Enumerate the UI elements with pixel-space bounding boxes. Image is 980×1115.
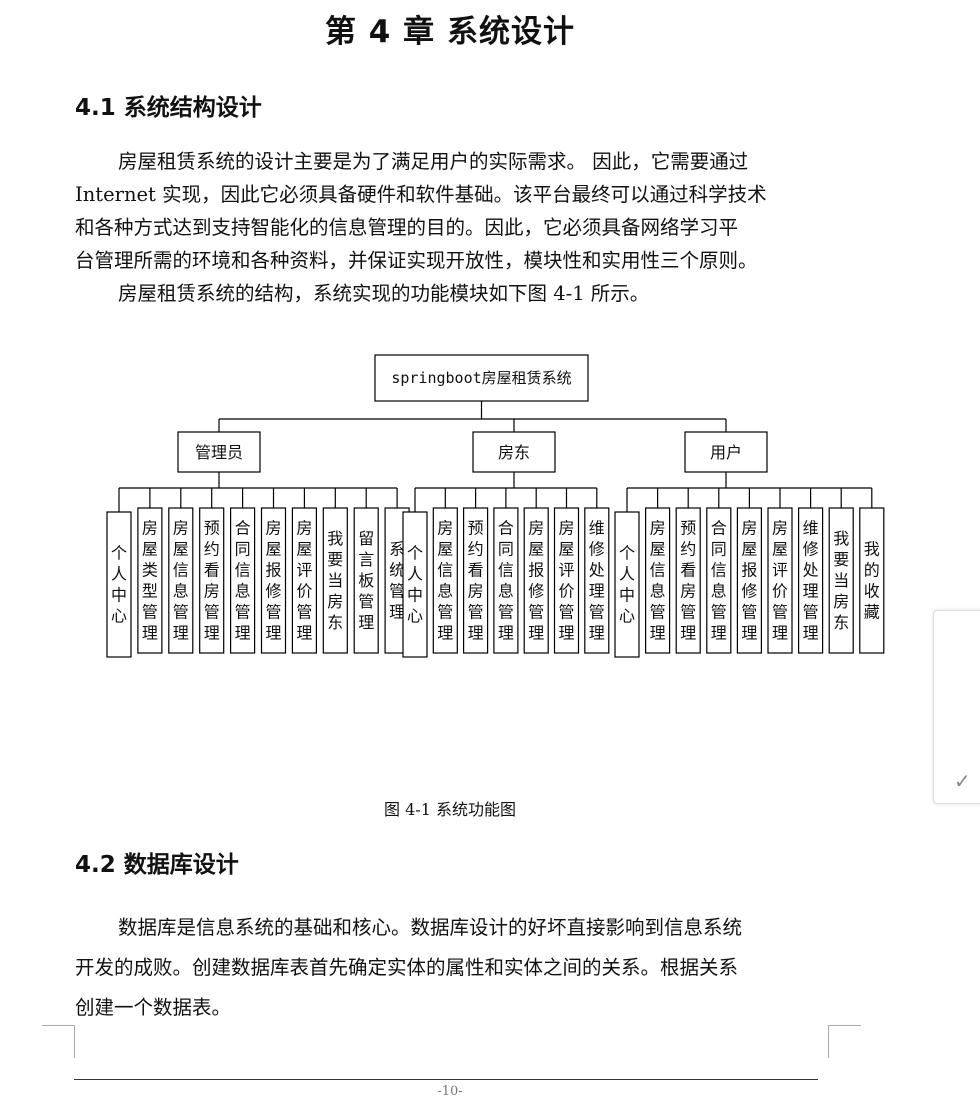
module-node xyxy=(736,507,763,654)
paragraph-line: 房屋租赁系统的结构，系统实现的功能模块如下图 4-1 所示。 xyxy=(118,282,650,305)
module-node xyxy=(706,507,732,654)
role-node-label: 用户 xyxy=(710,443,742,462)
module-node-label: 预约看房管理 xyxy=(468,519,484,643)
module-node-label: 合同信息管理 xyxy=(498,519,514,643)
module-node xyxy=(675,507,701,654)
page-number: -10- xyxy=(437,1084,463,1099)
role-node xyxy=(177,431,261,473)
paragraph-line: Internet 实现，因此它必须具备硬件和软件基础。该平台最终可以通过科学技术 xyxy=(75,183,767,206)
paragraph-line: 开发的成败。创建数据库表首先确定实体的属性和实体之间的关系。根据关系 xyxy=(75,956,739,979)
module-node-label: 我的收藏 xyxy=(864,540,880,622)
module-node-label: 我要当房东 xyxy=(833,529,849,632)
module-node xyxy=(859,507,885,654)
module-node xyxy=(402,511,428,658)
module-node-label: 房屋评价管理 xyxy=(558,519,574,643)
system-function-diagram: springboot房屋租赁系统管理员个人中心房屋类型管理房屋信息管理预约看房管… xyxy=(106,354,885,658)
paragraph-line: 数据库是信息系统的基础和核心。数据库设计的好坏直接影响到信息系统 xyxy=(118,916,743,939)
module-node xyxy=(767,507,793,654)
module-node xyxy=(137,507,163,654)
paragraph-line: 和各种方式达到支持智能化的信息管理的目的。因此，它必须具备网络学习平 xyxy=(75,216,739,239)
module-node-label: 维修处理管理 xyxy=(803,519,819,643)
module-node-label: 房屋信息管理 xyxy=(173,519,189,643)
role-node-label: 管理员 xyxy=(195,443,243,462)
module-node-label: 合同信息管理 xyxy=(235,519,251,643)
module-node xyxy=(230,507,256,654)
module-node-label: 个人中心 xyxy=(407,544,423,626)
module-node-label: 预约看房管理 xyxy=(680,519,696,643)
module-node-label: 房屋类型管理 xyxy=(142,519,158,643)
module-node xyxy=(828,507,854,654)
section-heading-4-1: 4.1 系统结构设计 xyxy=(75,95,262,121)
module-node-label: 系统管理 xyxy=(389,540,405,622)
module-node-label: 房屋信息管理 xyxy=(437,519,453,643)
paragraph-line: 房屋租赁系统的设计主要是为了满足用户的实际需求。 因此，它需要通过 xyxy=(118,150,749,173)
module-node-label: 房屋评价管理 xyxy=(772,519,788,643)
root-node-label: springboot房屋租赁系统 xyxy=(391,369,571,387)
module-node-label: 房屋信息管理 xyxy=(650,519,666,643)
section1-paragraph: 房屋租赁系统的设计主要是为了满足用户的实际需求。 因此，它需要通过 Intern… xyxy=(75,145,835,310)
module-node xyxy=(291,507,317,654)
role-node xyxy=(472,431,556,473)
margin-corner-mark xyxy=(42,1025,75,1058)
module-node xyxy=(260,507,287,654)
module-node xyxy=(523,507,549,654)
module-node-label: 房屋报修管理 xyxy=(528,519,544,643)
module-node-label: 合同信息管理 xyxy=(711,519,727,643)
module-node xyxy=(463,507,489,654)
module-node-label: 房屋报修管理 xyxy=(265,519,281,643)
module-node xyxy=(168,507,194,654)
module-node xyxy=(493,507,519,654)
root-node xyxy=(374,354,589,402)
module-node xyxy=(644,507,671,654)
module-node xyxy=(432,507,458,654)
module-node-label: 留言板管理 xyxy=(358,529,374,632)
role-node-label: 房东 xyxy=(498,443,530,462)
module-node xyxy=(106,511,132,658)
section-heading-4-2: 4.2 数据库设计 xyxy=(75,852,239,878)
chapter-title: 第 4 章 系统设计 xyxy=(325,14,575,50)
module-node-label: 房屋报修管理 xyxy=(741,519,757,643)
margin-corner-mark xyxy=(828,1025,861,1058)
module-node xyxy=(584,507,610,654)
module-node-label: 维修处理管理 xyxy=(589,519,605,643)
paragraph-line: 台管理所需的环境和各种资料，并保证实现开放性，模块性和实用性三个原则。 xyxy=(75,249,758,272)
role-node xyxy=(684,431,768,473)
module-node xyxy=(553,507,580,654)
module-node xyxy=(199,507,225,654)
module-node-label: 预约看房管理 xyxy=(204,519,220,643)
side-panel[interactable]: ✓ xyxy=(933,610,980,804)
module-node-label: 房屋评价管理 xyxy=(296,519,312,643)
module-node xyxy=(353,507,379,654)
footer-rule xyxy=(74,1079,818,1080)
module-node-label: 个人中心 xyxy=(111,544,127,626)
figure-caption: 图 4-1 系统功能图 xyxy=(384,800,516,819)
module-node xyxy=(797,507,824,654)
module-node-label: 我要当房东 xyxy=(327,529,343,632)
check-icon[interactable]: ✓ xyxy=(954,769,971,793)
module-node-label: 个人中心 xyxy=(619,544,635,626)
module-node xyxy=(322,507,348,654)
section2-paragraph: 数据库是信息系统的基础和核心。数据库设计的好坏直接影响到信息系统 开发的成败。创… xyxy=(75,908,835,1028)
module-node xyxy=(614,511,640,658)
paragraph-line: 创建一个数据表。 xyxy=(75,996,232,1019)
